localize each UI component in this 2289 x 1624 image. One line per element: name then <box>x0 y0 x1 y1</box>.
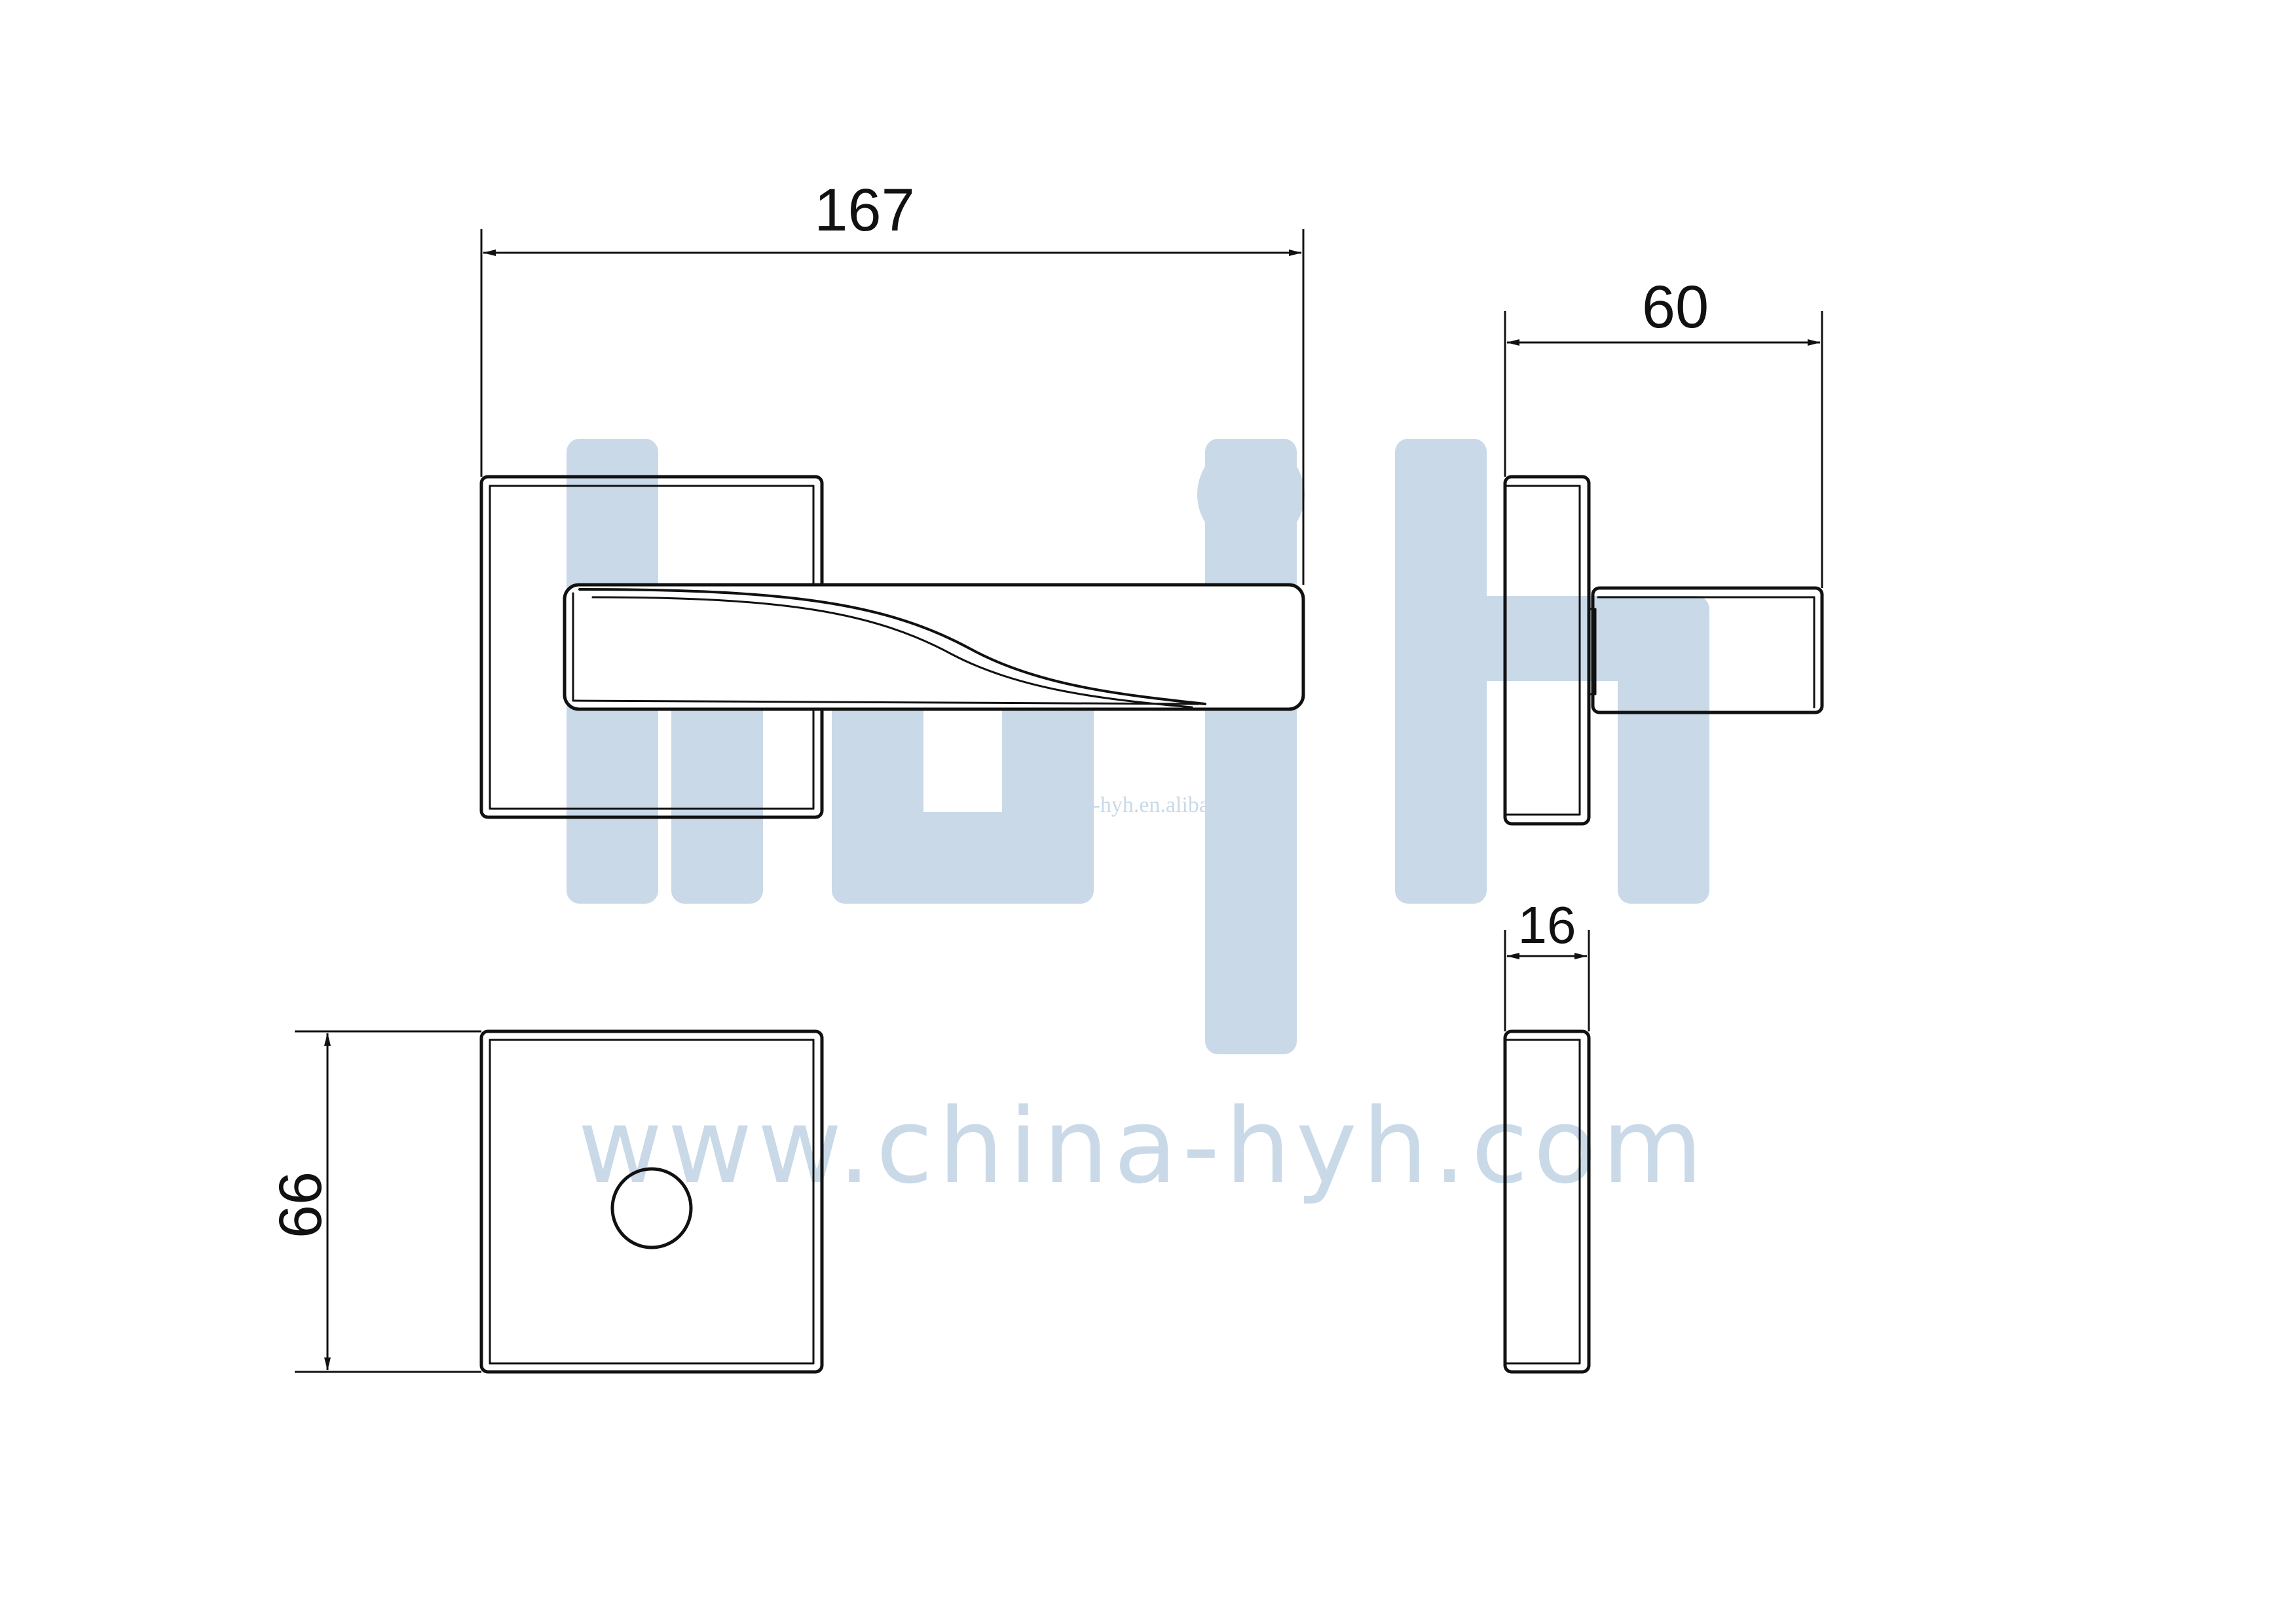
rose-front-view <box>479 1029 824 1374</box>
rose-side-view <box>1503 1029 1591 1374</box>
side-view <box>1503 475 1824 826</box>
front-view <box>479 475 1305 819</box>
side-lever-profile <box>1588 586 1824 714</box>
dimension-length <box>480 229 1305 585</box>
dimension-rose-size-label: 66 <box>267 1172 334 1238</box>
dimension-rose-size <box>295 1030 481 1373</box>
dimension-thickness <box>1504 930 1590 1031</box>
spindle-hole <box>610 1167 693 1249</box>
dimension-projection-label: 60 <box>1642 274 1709 341</box>
dimension-thickness-label: 16 <box>1518 896 1576 954</box>
watermark-url: www.china-hyh.com <box>578 1086 1708 1207</box>
watermark-logo <box>567 439 1709 1054</box>
watermark-small-url: china-hyh.en.alibaba.com <box>1045 793 1274 817</box>
dimension-length-label: 167 <box>814 177 915 244</box>
dimension-projection <box>1504 311 1823 588</box>
lever-handle <box>563 583 1305 711</box>
watermark: www.china-hyh.com china-hyh.en.alibaba.c… <box>567 439 1709 1207</box>
